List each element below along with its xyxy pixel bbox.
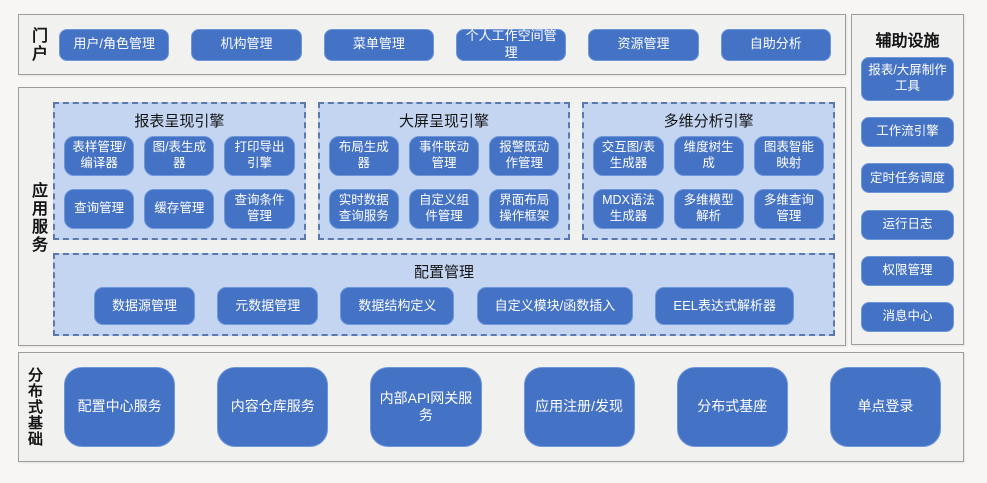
node-mdx-syntax-generator: MDX语法生成器 xyxy=(593,189,664,229)
app-services-section-label: 应用服务 xyxy=(29,181,46,254)
portal-section: 门户 用户/角色管理 机构管理 菜单管理 个人工作空间管理 资源管理 自助分析 xyxy=(18,14,846,75)
node-query-management: 查询管理 xyxy=(64,189,135,229)
node-user-role-management: 用户/角色管理 xyxy=(59,28,170,61)
node-multidim-model-parsing: 多维模型解析 xyxy=(673,189,744,229)
node-chart-table-generator: 图/表生成器 xyxy=(144,136,215,176)
node-ui-layout-operation-framework: 界面布局操作框架 xyxy=(489,189,560,229)
olap-engine-title: 多维分析引擎 xyxy=(663,113,754,130)
node-dimension-tree-generation: 维度树生成 xyxy=(673,136,744,176)
config-management-title: 配置管理 xyxy=(413,264,474,281)
node-report-style-compiler: 表样管理/编译器 xyxy=(64,136,135,176)
node-realtime-data-query-service: 实时数据查询服务 xyxy=(328,189,399,229)
node-scheduled-task-dispatch: 定时任务调度 xyxy=(861,163,954,194)
node-interactive-chart-generator: 交互图/表生成器 xyxy=(593,136,664,176)
node-run-logs: 运行日志 xyxy=(861,209,954,240)
node-menu-management: 菜单管理 xyxy=(323,28,434,61)
foundation-node-row: 配置中心服务 内容仓库服务 内部API网关服务 应用注册/发现 分布式基座 单点… xyxy=(64,367,942,447)
olap-engine-panel: 多维分析引擎 交互图/表生成器 维度树生成 图表智能映射 MDX语法生成器 多维… xyxy=(582,102,836,240)
config-node-row: 数据源管理 元数据管理 数据结构定义 自定义模块/函数插入 EEL表达式解析器 xyxy=(64,287,824,325)
node-message-center: 消息中心 xyxy=(861,301,954,332)
config-management-panel: 配置管理 数据源管理 元数据管理 数据结构定义 自定义模块/函数插入 EEL表达… xyxy=(53,253,835,336)
node-cache-management: 缓存管理 xyxy=(144,189,215,229)
node-query-condition-management: 查询条件管理 xyxy=(224,189,295,229)
node-config-center-service: 配置中心服务 xyxy=(64,367,176,447)
node-app-registration-discovery: 应用注册/发现 xyxy=(523,367,635,447)
node-metadata-management: 元数据管理 xyxy=(217,287,319,325)
node-datasource-management: 数据源管理 xyxy=(94,287,196,325)
node-alarm-action-management: 报警既动作管理 xyxy=(489,136,560,176)
node-single-sign-on: 单点登录 xyxy=(829,367,942,447)
report-engine-panel: 报表呈现引擎 表样管理/编译器 图/表生成器 打印导出引擎 查询管理 缓存管理 … xyxy=(53,102,306,240)
bigscreen-engine-title: 大屏呈现引擎 xyxy=(399,113,490,130)
node-chart-smart-mapping: 图表智能映射 xyxy=(753,136,825,176)
node-personal-workspace-management: 个人工作空间管理 xyxy=(455,28,567,61)
bigscreen-engine-panel: 大屏呈现引擎 布局生成器 事件联动管理 报警既动作管理 实时数据查询服务 自定义… xyxy=(317,102,571,240)
portal-node-row: 用户/角色管理 机构管理 菜单管理 个人工作空间管理 资源管理 自助分析 xyxy=(59,28,831,61)
node-permission-management: 权限管理 xyxy=(861,255,954,286)
node-self-service-analysis: 自助分析 xyxy=(720,28,831,61)
auxiliary-facilities-section: 辅助设施 报表/大屏制作工具 工作流引擎 定时任务调度 运行日志 权限管理 消息… xyxy=(851,14,964,345)
node-data-structure-definition: 数据结构定义 xyxy=(340,287,455,325)
engine-panels-row: 报表呈现引擎 表样管理/编译器 图/表生成器 打印导出引擎 查询管理 缓存管理 … xyxy=(53,102,836,240)
auxiliary-facilities-title: 辅助设施 xyxy=(875,33,940,50)
node-organization-management: 机构管理 xyxy=(191,28,302,61)
node-custom-component-management: 自定义组件管理 xyxy=(408,189,480,229)
app-services-section: 应用服务 报表呈现引擎 表样管理/编译器 图/表生成器 打印导出引擎 查询管理 … xyxy=(18,87,846,346)
node-report-bigscreen-authoring-tool: 报表/大屏制作工具 xyxy=(861,57,954,101)
report-engine-title: 报表呈现引擎 xyxy=(134,113,225,130)
portal-section-label: 门户 xyxy=(29,26,46,63)
distributed-foundation-section: 分布式基础 配置中心服务 内容仓库服务 内部API网关服务 应用注册/发现 分布… xyxy=(18,352,964,462)
node-workflow-engine: 工作流引擎 xyxy=(861,117,954,148)
bigscreen-engine-grid: 布局生成器 事件联动管理 报警既动作管理 实时数据查询服务 自定义组件管理 界面… xyxy=(328,136,560,229)
node-internal-api-gateway-service: 内部API网关服务 xyxy=(370,367,482,447)
distributed-foundation-label: 分布式基础 xyxy=(26,367,43,447)
node-custom-module-function-insert: 自定义模块/函数插入 xyxy=(476,287,634,325)
report-engine-grid: 表样管理/编译器 图/表生成器 打印导出引擎 查询管理 缓存管理 查询条件管理 xyxy=(64,136,295,229)
app-services-content: 报表呈现引擎 表样管理/编译器 图/表生成器 打印导出引擎 查询管理 缓存管理 … xyxy=(53,102,836,336)
node-distributed-base: 分布式基座 xyxy=(676,367,788,447)
node-print-export-engine: 打印导出引擎 xyxy=(224,136,295,176)
olap-engine-grid: 交互图/表生成器 维度树生成 图表智能映射 MDX语法生成器 多维模型解析 多维… xyxy=(593,136,825,229)
auxiliary-node-column: 报表/大屏制作工具 工作流引擎 定时任务调度 运行日志 权限管理 消息中心 xyxy=(861,57,954,336)
node-resource-management: 资源管理 xyxy=(588,28,699,61)
node-content-repository-service: 内容仓库服务 xyxy=(217,367,329,447)
node-eel-expression-parser: EEL表达式解析器 xyxy=(655,287,794,325)
node-event-linkage-management: 事件联动管理 xyxy=(408,136,480,176)
node-layout-generator: 布局生成器 xyxy=(328,136,399,176)
node-multidim-query-management: 多维查询管理 xyxy=(753,189,825,229)
